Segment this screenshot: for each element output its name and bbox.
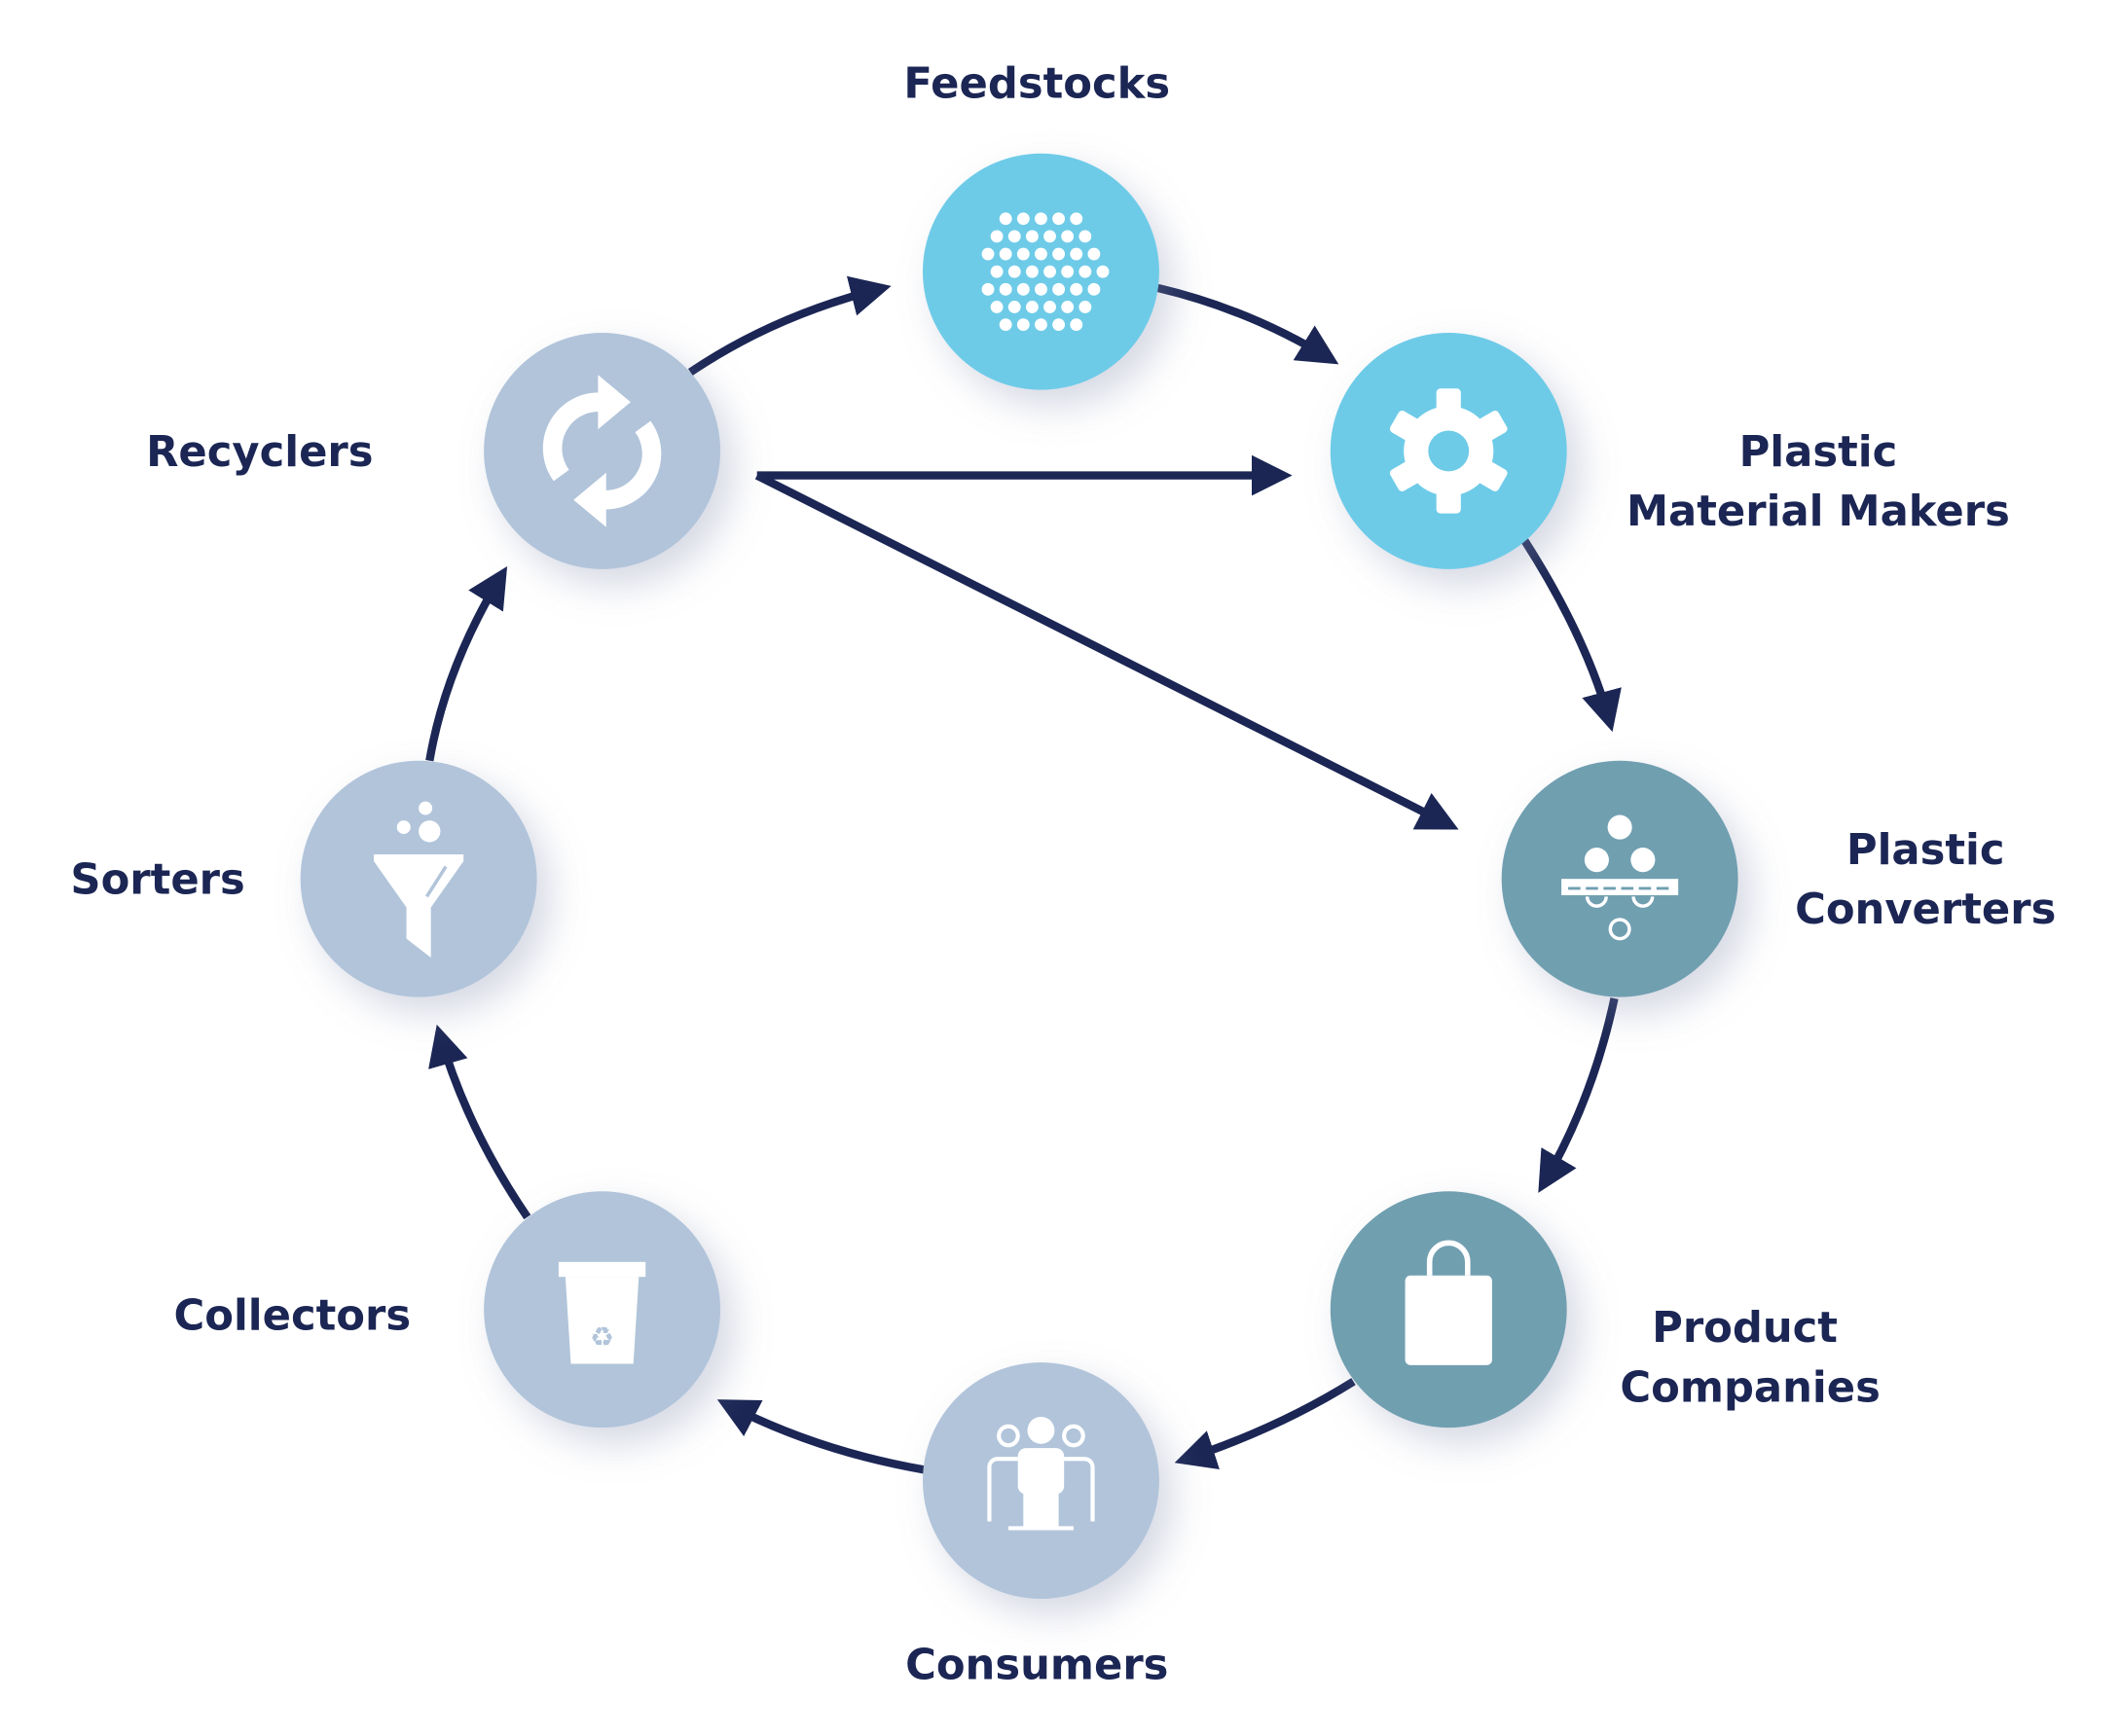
label-material-makers-line1: Plastic <box>1739 428 1898 477</box>
gear-icon <box>1389 388 1508 514</box>
pellets-filter-icon <box>1561 814 1679 941</box>
arrow-consumers-to-collectors <box>716 1399 926 1474</box>
node-feedstocks <box>923 153 1159 390</box>
label-converters-line2: Converters <box>1795 886 2056 934</box>
label-product-companies-line2: Companies <box>1620 1364 1880 1413</box>
arrow-converters-to-product-companies <box>1538 997 1619 1193</box>
funnel-icon <box>374 801 464 958</box>
arrow-recyclers-to-feedstocks <box>687 275 892 376</box>
arrow-collectors-to-sorters <box>428 1024 531 1220</box>
node-circle <box>1501 760 1738 997</box>
node-circle <box>923 153 1159 390</box>
node-collectors: ♻ <box>484 1191 721 1429</box>
node-circle <box>484 333 721 569</box>
arrow-product-companies-to-consumers <box>1174 1378 1356 1470</box>
node-consumers <box>923 1362 1159 1600</box>
shopping-bag-icon <box>1405 1240 1492 1365</box>
label-sorters: Sorters <box>70 856 244 905</box>
arrow-sorters-to-recyclers <box>425 565 508 762</box>
label-consumers: Consumers <box>905 1641 1168 1689</box>
recycle-bin-icon: ♻ <box>558 1261 646 1364</box>
node-recyclers <box>484 333 721 569</box>
node-product-companies <box>1330 1191 1567 1429</box>
svg-text:♻: ♻ <box>590 1320 614 1353</box>
node-sorters <box>300 760 537 997</box>
label-recyclers: Recyclers <box>146 428 373 477</box>
label-feedstocks: Feedstocks <box>903 60 1170 109</box>
recycle-arrows-icon <box>542 375 662 527</box>
node-converters <box>1501 760 1738 997</box>
label-product-companies-line1: Product <box>1652 1304 1838 1353</box>
arrow-feedstocks-to-material-makers <box>1156 283 1339 365</box>
label-collectors: Collectors <box>173 1292 411 1341</box>
arrow-material-makers-to-converters <box>1520 538 1622 733</box>
people-group-icon <box>987 1416 1095 1531</box>
dots-cluster-icon <box>981 212 1110 332</box>
label-converters-line1: Plastic <box>1846 826 2005 875</box>
node-material-makers <box>1330 333 1567 569</box>
arrow-recyclers-to-converters <box>754 471 1459 830</box>
label-material-makers-line2: Material Makers <box>1627 488 2010 536</box>
